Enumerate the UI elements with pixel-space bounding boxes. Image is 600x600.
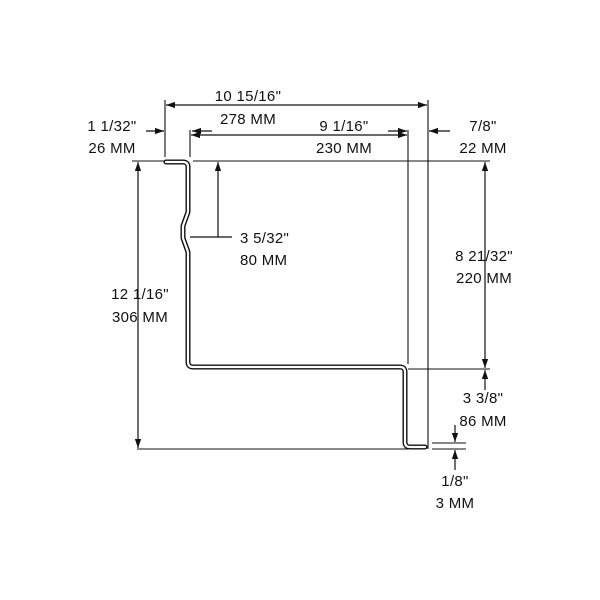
overall-width-mm: 278 MM — [220, 111, 276, 128]
inner-width-inch: 9 1/16" — [319, 118, 368, 135]
right-return-inch: 7/8" — [469, 118, 496, 135]
dimension-lines — [134, 101, 489, 470]
dimension-labels: 10 15/16" 278 MM 9 1/16" 230 MM 1 1/32" … — [87, 88, 512, 512]
inner-width-mm: 230 MM — [316, 140, 372, 157]
left-flange-inch: 1 1/32" — [87, 118, 136, 135]
lower-leg-inch: 3 3/8" — [463, 390, 504, 407]
thickness-mm: 3 MM — [436, 495, 475, 512]
upper-height-mm: 220 MM — [456, 270, 512, 287]
offset-depth-mm: 80 MM — [240, 252, 287, 269]
extension-lines — [132, 100, 490, 450]
overall-height-mm: 306 MM — [112, 309, 168, 326]
right-return-mm: 22 MM — [459, 140, 506, 157]
offset-depth-inch: 3 5/32" — [240, 230, 289, 247]
left-flange-mm: 26 MM — [88, 140, 135, 157]
thickness-inch: 1/8" — [441, 473, 468, 490]
lower-leg-mm: 86 MM — [459, 413, 506, 430]
channel-profile — [163, 159, 428, 450]
overall-height-inch: 12 1/16" — [111, 286, 169, 303]
upper-height-inch: 8 21/32" — [455, 248, 513, 265]
overall-width-inch: 10 15/16" — [215, 88, 281, 105]
